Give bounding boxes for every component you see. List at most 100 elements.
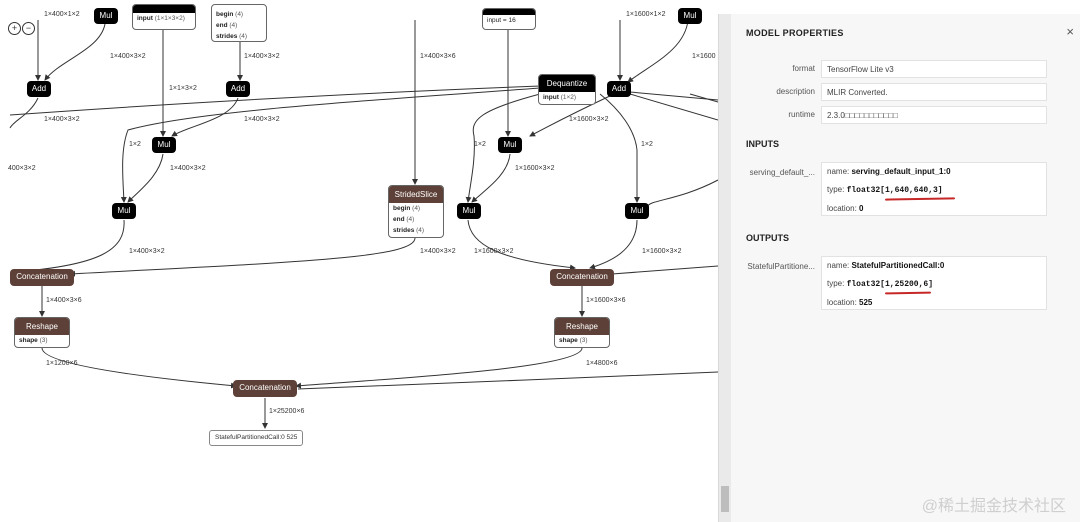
edge-label: 1×400×3×6 bbox=[420, 53, 456, 60]
graph-edges bbox=[9, 19, 718, 429]
attr-value: (4) bbox=[412, 205, 421, 212]
edge-label: 400×3×2 bbox=[8, 165, 36, 172]
model-properties-panel: MODEL PROPERTIES × format TensorFlow Lit… bbox=[718, 14, 1080, 522]
output-type: float32[1,25200,6] bbox=[846, 280, 933, 289]
node-title: StridedSlice bbox=[389, 186, 443, 203]
attr-name: end bbox=[216, 22, 228, 29]
node-mul-a[interactable]: Mul bbox=[152, 137, 176, 153]
edge-label: 1×1600×3×2 bbox=[474, 248, 514, 255]
prop-label-description: description bbox=[776, 87, 815, 96]
input-name: serving_default_input_1:0 bbox=[851, 167, 951, 176]
edge-label: 1×400×3×2 bbox=[244, 116, 280, 123]
location-key: location: bbox=[827, 204, 857, 213]
node-mul-c[interactable]: Mul bbox=[112, 203, 136, 219]
node-title: Reshape bbox=[15, 318, 69, 335]
attr-name: input bbox=[543, 94, 559, 101]
edge-label: 1×400×1×2 bbox=[44, 11, 80, 18]
input-location: 0 bbox=[859, 204, 864, 213]
edge-label: 1×2 bbox=[129, 141, 141, 148]
node-strided-slice[interactable]: StridedSlice begin (4) end (4) strides (… bbox=[388, 185, 444, 238]
location-key: location: bbox=[827, 298, 857, 307]
type-key: type: bbox=[827, 279, 845, 288]
node-top-input-b[interactable]: input = 16 bbox=[482, 8, 536, 30]
name-key: name: bbox=[827, 167, 850, 176]
edge-label: 1×400×3×2 bbox=[44, 116, 80, 123]
attr-value: (4) bbox=[239, 33, 248, 40]
node-top-input[interactable]: input (1×1×3×2) bbox=[132, 4, 196, 30]
node-output[interactable]: StatefulPartitionedCall:0 525 bbox=[209, 430, 304, 446]
scrollbar-thumb[interactable] bbox=[721, 486, 729, 512]
attr-value: (1×1×3×2) bbox=[154, 15, 185, 22]
attr-value: (1×2) bbox=[560, 94, 577, 101]
node-mul-top-a[interactable]: Mul bbox=[94, 8, 118, 24]
edge-label: 1×400×3×2 bbox=[129, 248, 165, 255]
edge-label: 1×25200×6 bbox=[269, 408, 305, 415]
edge-label: 1×1600×3×6 bbox=[586, 297, 626, 304]
node-mul-b[interactable]: Mul bbox=[498, 137, 522, 153]
attr-value: (3) bbox=[39, 337, 48, 344]
node-add-c[interactable]: Add bbox=[607, 81, 631, 97]
node-mul-top-c[interactable]: Mul bbox=[678, 8, 702, 24]
prop-label-format: format bbox=[792, 64, 815, 73]
output-location: 525 bbox=[859, 298, 873, 307]
attr-name: input bbox=[137, 15, 153, 22]
input-argument: name: serving_default_input_1:0 type: fl… bbox=[821, 162, 1047, 216]
zoom-in-icon[interactable]: + bbox=[8, 22, 21, 35]
attr-value: (3) bbox=[579, 337, 588, 344]
node-concat-right[interactable]: Concatenation bbox=[550, 269, 614, 286]
edge-label: 1×400×3×2 bbox=[170, 165, 206, 172]
type-key: type: bbox=[827, 185, 845, 194]
node-title: Reshape bbox=[555, 318, 609, 335]
input-type: float32[1,640,640,3] bbox=[846, 186, 943, 195]
watermark: @稀土掘金技术社区 bbox=[921, 498, 1066, 515]
node-add-a[interactable]: Add bbox=[27, 81, 51, 97]
panel-title: MODEL PROPERTIES bbox=[746, 28, 844, 38]
inputs-heading: INPUTS bbox=[746, 139, 780, 149]
attr-name: strides bbox=[393, 227, 415, 234]
edge-label: 1×400×3×2 bbox=[110, 53, 146, 60]
edge-label: 1×400×3×2 bbox=[244, 53, 280, 60]
node-reshape-left[interactable]: Reshape shape (3) bbox=[14, 317, 70, 348]
attr-name: begin bbox=[216, 11, 234, 18]
zoom-out-icon[interactable]: − bbox=[22, 22, 35, 35]
output-argument: name: StatefulPartitionedCall:0 type: fl… bbox=[821, 256, 1047, 310]
attr-name: strides bbox=[216, 33, 238, 40]
attr-name: end bbox=[393, 216, 405, 223]
node-dequantize[interactable]: Dequantize input (1×2) bbox=[538, 74, 596, 105]
edge-label: 1×400×3×6 bbox=[46, 297, 82, 304]
prop-value-description: MLIR Converted. bbox=[821, 83, 1047, 101]
node-mul-e[interactable]: Mul bbox=[625, 203, 649, 219]
node-title: Dequantize bbox=[539, 75, 595, 92]
attr-value: (4) bbox=[416, 227, 425, 234]
input-label: serving_default_... bbox=[749, 168, 815, 177]
edge-label: 1×1600×3×2 bbox=[642, 248, 682, 255]
prop-label-runtime: runtime bbox=[788, 110, 815, 119]
attr-name: begin bbox=[393, 205, 411, 212]
panel-scrollbar[interactable] bbox=[719, 14, 731, 522]
node-concat-bottom[interactable]: Concatenation bbox=[233, 380, 297, 397]
graph-canvas[interactable]: +− Mul input (1×1×3×2) begin (4) end (4)… bbox=[0, 0, 718, 522]
edge-label: 1×1×3×2 bbox=[169, 85, 197, 92]
close-icon[interactable]: × bbox=[1066, 24, 1074, 39]
edge-label: 1×2 bbox=[474, 141, 486, 148]
attr-value: (4) bbox=[406, 216, 415, 223]
node-concat-left[interactable]: Concatenation bbox=[10, 269, 74, 286]
edge-label: 1×1600×1×2 bbox=[626, 11, 666, 18]
edge-label: 1×1600 bbox=[692, 53, 716, 60]
attr-name: shape bbox=[19, 337, 38, 344]
zoom-controls[interactable]: +− bbox=[8, 22, 36, 35]
node-strided-top[interactable]: begin (4) end (4) strides (4) bbox=[211, 4, 267, 42]
edge-label: 1×1600×3×2 bbox=[569, 116, 609, 123]
attr-value: input = 16 bbox=[487, 17, 516, 24]
prop-value-runtime: 2.3.0□□□□□□□□□□□ bbox=[821, 106, 1047, 124]
attr-value: (4) bbox=[229, 22, 238, 29]
edge-label: 1×1200×6 bbox=[46, 360, 78, 367]
prop-value-format: TensorFlow Lite v3 bbox=[821, 60, 1047, 78]
name-key: name: bbox=[827, 261, 850, 270]
output-label: StatefulPartitione... bbox=[747, 262, 815, 271]
edge-label: 1×4800×6 bbox=[586, 360, 618, 367]
node-add-b[interactable]: Add bbox=[226, 81, 250, 97]
node-mul-d[interactable]: Mul bbox=[457, 203, 481, 219]
attr-value: (4) bbox=[235, 11, 244, 18]
node-reshape-right[interactable]: Reshape shape (3) bbox=[554, 317, 610, 348]
